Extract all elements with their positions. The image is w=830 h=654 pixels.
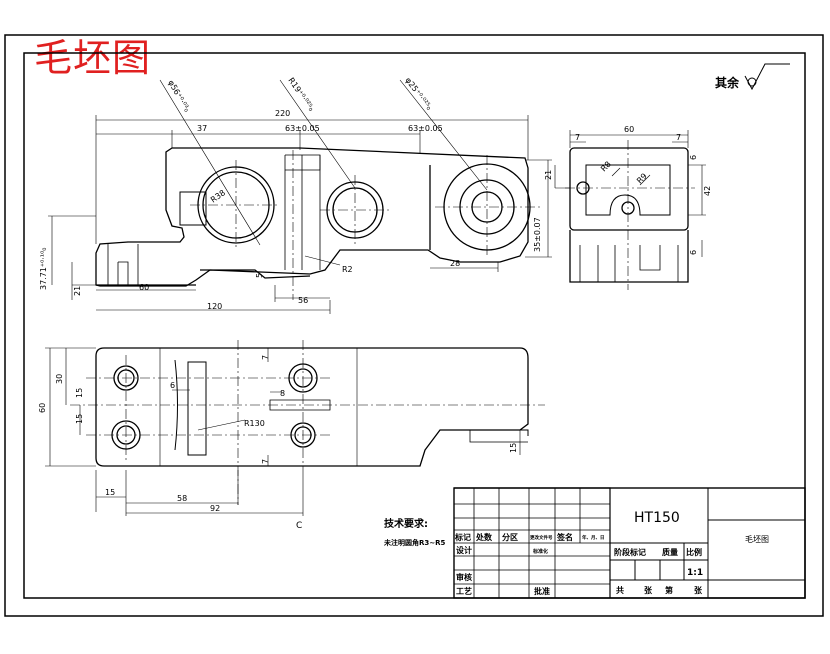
tb-date: 年、月、日: [582, 534, 605, 541]
tb-review: 审核: [456, 572, 472, 582]
tech-requirements: 技术要求: 未注明圆角R3~R5: [384, 517, 446, 547]
dim-56: 56: [298, 296, 308, 305]
side-dim-text: 60 7 7 21 42 6 6 R8 R9: [544, 125, 712, 255]
dim-top-15b: 15: [75, 414, 84, 424]
title-block-text: HT150 毛坯图 标记 处数 分区 更改文件号 签名 年、月、日 设计 标准化…: [454, 510, 769, 596]
front-dim-text: 220 37 63±0.05 63±0.05 37.71⁺⁰·¹⁰₀ 21 60…: [39, 76, 542, 311]
dim-28: 28: [450, 259, 460, 268]
dim-top-7b: 7: [261, 459, 270, 464]
dim-side-r9: R9: [635, 172, 649, 186]
dim-35: 35±0.07: [533, 217, 542, 252]
tb-scale-val: 1:1: [687, 568, 703, 578]
dim-60: 60: [139, 283, 149, 292]
dim-d56: φ56⁺⁰·⁰³₀: [166, 79, 191, 114]
dim-21: 21: [73, 286, 82, 296]
top-dim-text: 60 30 15 15 7 7 15 R130 15 58 92 8 6 C: [38, 355, 518, 531]
inner-frame: [23, 52, 806, 599]
dim-top-r130: R130: [244, 419, 265, 428]
dim-top-h58: 58: [177, 494, 187, 503]
tb-sign: 签名: [556, 532, 573, 542]
dim-side-6a: 6: [689, 155, 698, 160]
dim-side-60: 60: [624, 125, 634, 134]
tb-mark: 标记: [454, 532, 471, 542]
dim-top-6: 6: [170, 381, 175, 390]
dim-top-h15: 15: [105, 488, 115, 497]
top-centerlines: [70, 340, 545, 505]
dim-top-7a: 7: [261, 355, 270, 360]
top-view: [95, 347, 529, 467]
tb-process: 工艺: [456, 586, 472, 596]
dim-top-60: 60: [38, 403, 47, 413]
top-dimensions: [45, 347, 521, 516]
dim-side-7a: 7: [575, 133, 580, 142]
tb-stage: 阶段标记: [614, 547, 646, 557]
tb-sheets: 共: [616, 585, 624, 595]
dim-37: 37: [197, 124, 207, 133]
tech-heading: 技术要求:: [384, 517, 428, 530]
front-centerlines: [190, 150, 540, 300]
tb-page-word: 张: [694, 586, 703, 595]
side-centerlines: [565, 140, 695, 290]
dim-r19: R19⁺⁰·⁰²⁵₀: [286, 76, 315, 113]
dim-63b: 63±0.05: [408, 124, 443, 133]
dim-37-71: 37.71⁺⁰·¹⁰₀: [39, 248, 48, 291]
tb-sheet-word: 张: [644, 586, 653, 595]
dim-5: 5: [255, 273, 264, 278]
front-view: [95, 147, 531, 287]
dim-top-30: 30: [55, 374, 64, 384]
drawing-name: 毛坯图: [745, 534, 769, 544]
tb-scale: 比例: [686, 547, 702, 557]
material: HT150: [634, 510, 680, 526]
dim-side-6b: 6: [689, 250, 698, 255]
dim-top-8: 8: [280, 389, 285, 398]
dim-220: 220: [275, 109, 290, 118]
side-dimensions: [554, 130, 706, 257]
label-c: C: [296, 521, 302, 531]
roughness-label: 其余: [715, 75, 740, 90]
tb-change-doc: 更改文件号: [530, 534, 553, 541]
side-view: [569, 147, 689, 283]
dim-120: 120: [207, 302, 222, 311]
dim-side-7b: 7: [676, 133, 681, 142]
tb-approve: 批准: [534, 586, 550, 596]
dim-r38: R38: [209, 188, 227, 204]
tb-std: 标准化: [532, 548, 548, 555]
front-dimensions: [48, 79, 552, 314]
dim-top-h92: 92: [210, 504, 220, 513]
tb-page: 第: [665, 585, 673, 595]
dim-r2: R2: [342, 265, 353, 274]
tb-design: 设计: [456, 545, 472, 555]
dim-63a: 63±0.05: [285, 124, 320, 133]
dim-top-15c: 15: [509, 443, 518, 453]
tb-mass: 质量: [662, 547, 678, 557]
dim-d25: φ25⁺⁰·⁰²⁵₀: [403, 76, 433, 112]
dim-top-15a: 15: [75, 388, 84, 398]
tb-zone: 分区: [502, 532, 518, 542]
roughness-symbol: 其余: [715, 63, 790, 91]
dim-side-r8: R8: [599, 160, 613, 174]
drawing-title: 毛坯图: [34, 36, 152, 80]
outer-frame: [4, 34, 824, 617]
title-block: [453, 487, 806, 599]
tb-count: 处数: [475, 532, 493, 542]
tech-line1: 未注明圆角R3~R5: [384, 538, 446, 547]
dim-side-21: 21: [544, 170, 553, 180]
dim-side-42: 42: [703, 186, 712, 196]
